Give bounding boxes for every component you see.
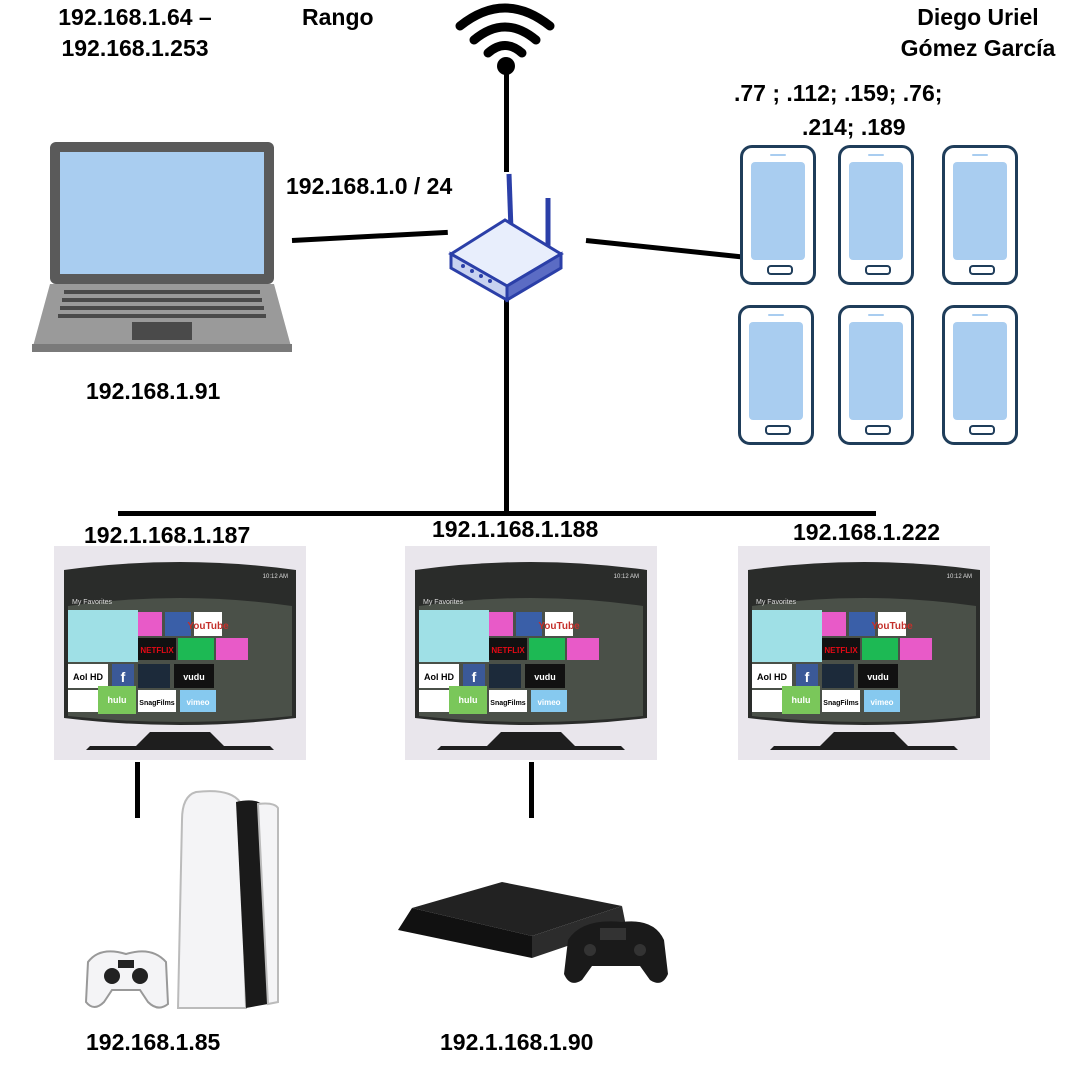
- phone-3: [942, 145, 1018, 285]
- tv-3-app-vimeo: vimeo: [870, 698, 893, 707]
- tv-1-app-youtube: YouTube: [187, 621, 229, 632]
- range-value-line2: 192.168.1.253: [61, 35, 209, 61]
- laptop-icon: [32, 142, 292, 352]
- ps4-link: [529, 762, 534, 818]
- tv-2-app-facebook: f: [472, 669, 477, 685]
- tv-3-app-snagfilms: SnagFilms: [823, 700, 859, 707]
- tv-2-app-netflix: NETFLIX: [491, 646, 525, 655]
- ps5-ip: 192.168.1.85: [86, 1029, 221, 1055]
- tv-1-app-facebook: f: [121, 669, 126, 685]
- laptop-ip: 192.168.1.91: [86, 378, 221, 404]
- wifi-link: [504, 72, 509, 172]
- author-line2: Gómez García: [900, 35, 1056, 61]
- phone-5: [838, 305, 914, 445]
- tv-2-app-aol: Aol HD: [424, 672, 454, 682]
- tv-2-app-vudu: vudu: [534, 672, 556, 682]
- range-label: Rango: [302, 4, 374, 30]
- tv-3-app-netflix: NETFLIX: [824, 646, 858, 655]
- tv-2-app-vimeo: vimeo: [537, 698, 560, 707]
- smart-tv-1: YouTube NETFLIX Aol HD f vudu hulu SnagF…: [54, 546, 306, 760]
- range-value-line1: 192.168.1.64 –: [58, 4, 212, 30]
- tv-2-app-snagfilms: SnagFilms: [490, 700, 526, 707]
- range-value: 192.168.1.64 – 192.168.1.253: [30, 2, 240, 64]
- smart-tv-2: YouTube NETFLIX Aol HD f vudu hulu SnagF…: [405, 546, 657, 760]
- tv-1-app-hulu: hulu: [108, 695, 127, 705]
- tv-1-app-vudu: vudu: [183, 672, 205, 682]
- tv-1-app-vimeo: vimeo: [186, 698, 209, 707]
- ps5-link: [135, 762, 140, 818]
- phone-6: [942, 305, 1018, 445]
- tv-1-menu-title: My Favorites: [72, 599, 113, 606]
- router-icon: [448, 173, 564, 303]
- tv-1-ip: 192.1.168.1.187: [84, 522, 251, 548]
- tv-2-menu-title: My Favorites: [423, 599, 464, 606]
- phone-2: [838, 145, 914, 285]
- author-line1: Diego Uriel: [917, 4, 1039, 30]
- tv-3-ip: 192.168.1.222: [793, 519, 941, 545]
- tv-bus: [118, 511, 876, 516]
- router-trunk: [504, 300, 509, 515]
- ps5-console-icon: [84, 790, 279, 1009]
- tv-2-ip: 192.1.168.1.188: [432, 516, 599, 542]
- tv-1-app-snagfilms: SnagFilms: [139, 700, 175, 707]
- phone-1: [740, 145, 816, 285]
- tv-2-time: 10:12 AM: [614, 574, 639, 580]
- tv-1-app-aol: Aol HD: [73, 672, 103, 682]
- tv-3-app-youtube: YouTube: [871, 621, 913, 632]
- tv-1-app-netflix: NETFLIX: [140, 646, 174, 655]
- phone-4: [738, 305, 814, 445]
- tv-3-app-vudu: vudu: [867, 672, 889, 682]
- wifi-icon: [455, 3, 555, 75]
- phones-ips-line2: .214; .189: [802, 114, 906, 140]
- tv-3-app-aol: Aol HD: [757, 672, 787, 682]
- subnet-label: 192.168.1.0 / 24: [286, 173, 453, 199]
- phones-ips-line1: .77 ; .112; .159; .76;: [734, 80, 943, 106]
- tv-3-app-facebook: f: [805, 669, 810, 685]
- ps4-ip: 192.1.168.1.90: [440, 1029, 594, 1055]
- laptop-link: [291, 229, 448, 243]
- tv-3-app-hulu: hulu: [792, 695, 811, 705]
- author: Diego Uriel Gómez García: [880, 2, 1076, 64]
- tv-2-app-youtube: YouTube: [538, 621, 580, 632]
- tv-2-app-hulu: hulu: [459, 695, 478, 705]
- tv-1-time: 10:12 AM: [263, 574, 288, 580]
- ps4-console-icon: [398, 882, 668, 983]
- phones-link: [585, 238, 746, 260]
- tv-3-menu-title: My Favorites: [756, 599, 797, 606]
- tv-3-time: 10:12 AM: [947, 574, 972, 580]
- smart-tv-3: YouTube NETFLIX Aol HD f vudu hulu SnagF…: [738, 546, 990, 760]
